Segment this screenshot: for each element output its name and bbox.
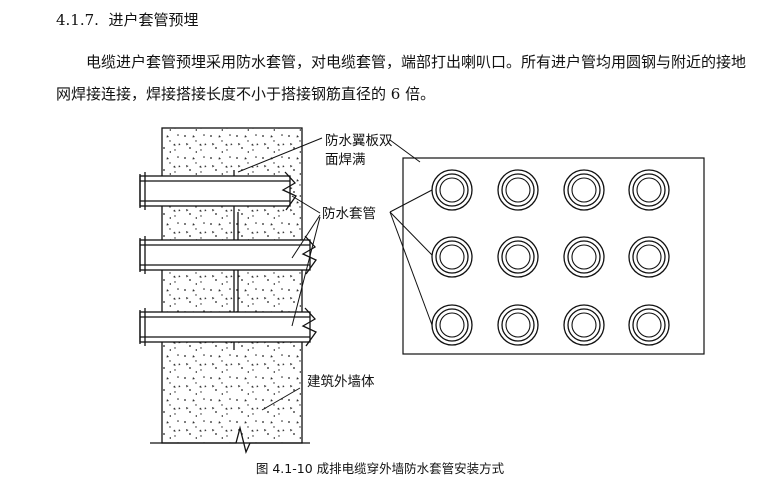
sleeve-end-circle: [628, 169, 670, 211]
front-view-panel: [402, 157, 705, 355]
label-flange-weld-1: 防水翼板双: [325, 133, 393, 149]
sleeve-end-circle: [563, 236, 605, 278]
sleeve-end-circle: [563, 304, 605, 346]
label-wall: 建筑外墙体: [307, 374, 375, 390]
leader-lines: [237, 137, 433, 411]
sleeve-end-circle: [431, 304, 473, 346]
sleeve-end-circle: [431, 169, 473, 211]
label-sleeve: 防水套管: [322, 206, 376, 222]
sleeve-end-circle: [497, 236, 539, 278]
sleeve-end-circle: [628, 236, 670, 278]
sleeve-grid: [431, 169, 670, 346]
label-flange-weld-2: 面焊满: [325, 152, 366, 168]
sleeve-end-circle: [497, 304, 539, 346]
sleeve-end-circle: [431, 236, 473, 278]
section-title: 进户套管预埋: [108, 11, 199, 29]
section-heading: 4.1.7. 进户套管预埋: [56, 10, 199, 30]
sleeve-end-circle: [563, 169, 605, 211]
sleeve-end-circle: [497, 169, 539, 211]
section-number: 4.1.7.: [56, 11, 99, 29]
sleeve-end-circle: [628, 304, 670, 346]
sleeve-pipes: [139, 170, 317, 350]
body-paragraph: 电缆进户套管预埋采用防水套管，对电缆套管，端部打出喇叭口。所有进户管均用圆钢与附…: [56, 53, 747, 103]
figure-caption: 图 4.1-10 成排电缆穿外墙防水套管安装方式: [255, 461, 505, 476]
